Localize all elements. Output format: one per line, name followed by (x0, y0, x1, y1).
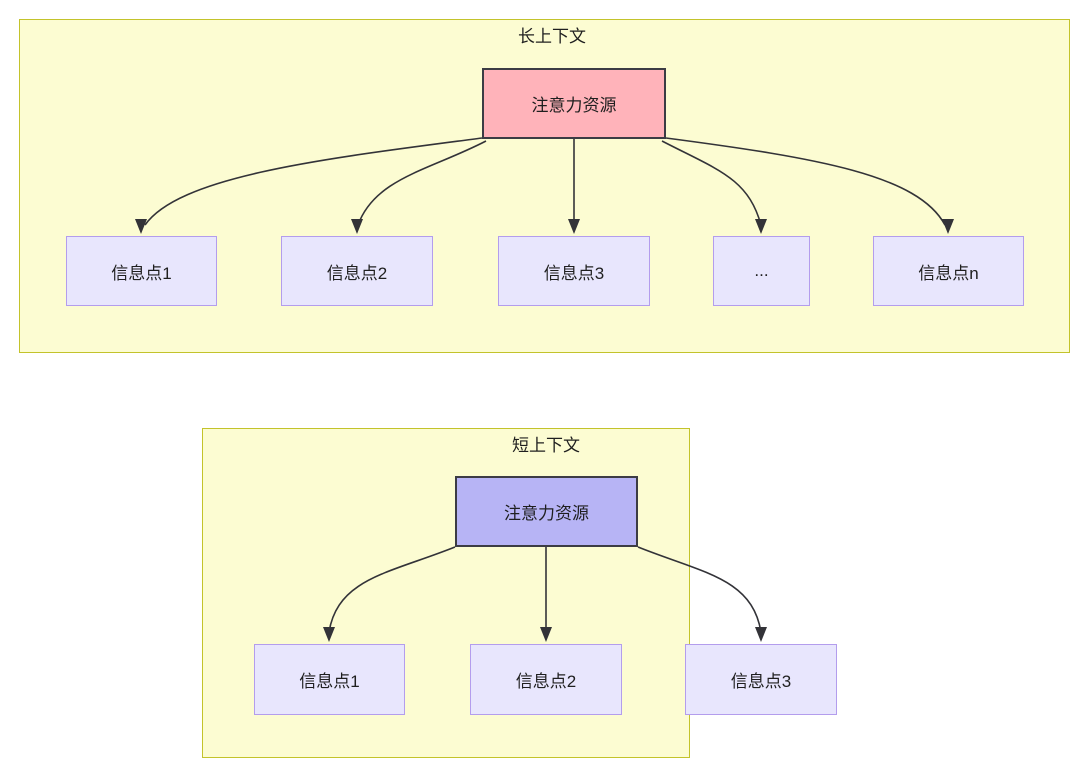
node-short-info-3[interactable]: 信息点3 (685, 644, 837, 715)
node-long-info-n[interactable]: 信息点n (873, 236, 1024, 306)
panel-long-context-title: 长上下文 (518, 27, 586, 46)
node-short-attention-resource[interactable]: 注意力资源 (455, 476, 638, 547)
node-long-info-1[interactable]: 信息点1 (66, 236, 217, 306)
node-long-attention-resource[interactable]: 注意力资源 (482, 68, 666, 139)
node-long-info-ellipsis[interactable]: ... (713, 236, 810, 306)
node-long-info-3[interactable]: 信息点3 (498, 236, 650, 306)
panel-short-context-title: 短上下文 (512, 436, 580, 455)
node-short-info-2[interactable]: 信息点2 (470, 644, 622, 715)
node-long-info-2[interactable]: 信息点2 (281, 236, 433, 306)
node-short-info-1[interactable]: 信息点1 (254, 644, 405, 715)
